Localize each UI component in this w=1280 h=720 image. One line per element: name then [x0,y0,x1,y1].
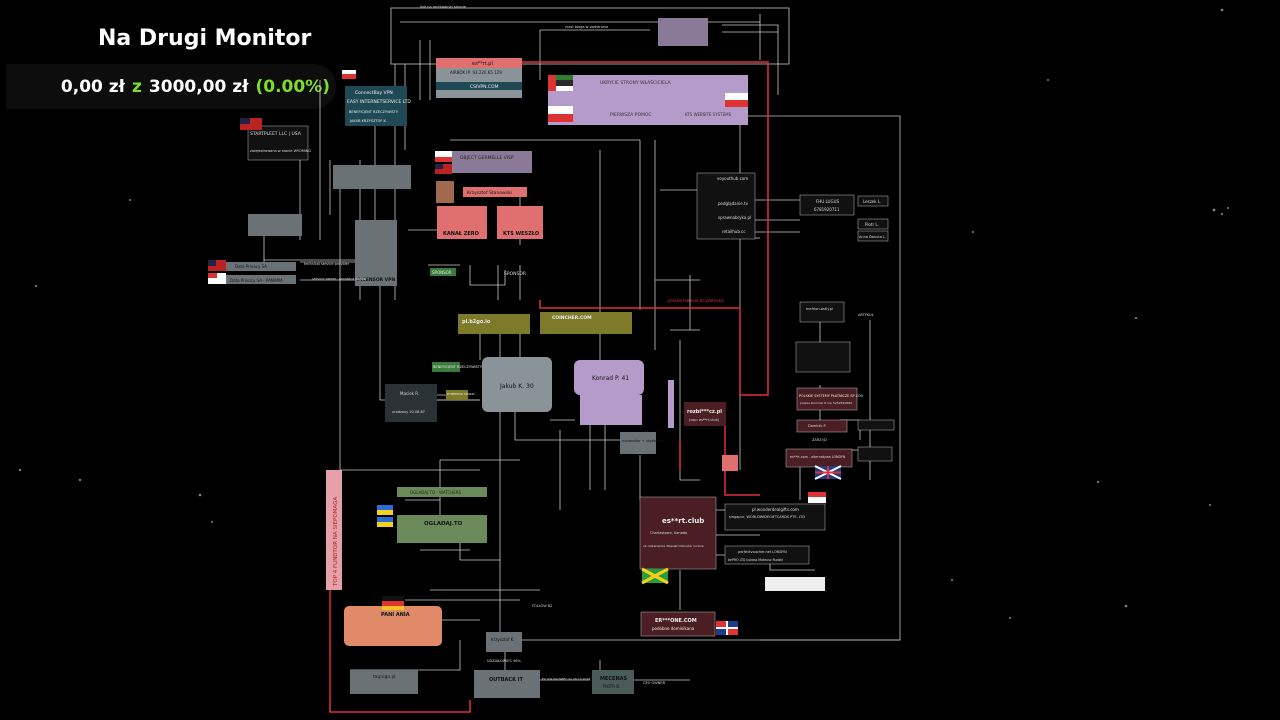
benef-label: BENEFICJENT RZECZYWISTY [349,110,399,114]
singapur-label: singapur, WORLDWIDEGIFTCARDS PTE. LTD [729,515,805,519]
zrzut-label: zrzut bloga w podstronie [565,25,608,29]
udzialowiec-label: UDZIAŁOWIEC 56% [487,659,522,663]
er-one-sub: podobno dominikana [652,626,695,631]
voyouthub-label: voyouthub.com [717,176,748,181]
data-privacy-label: Data Privacy SA [235,264,267,269]
background-specks [18,8,1229,619]
nip-label: 6781920711 [814,207,840,212]
node-boxes: es**rt.pl AIRBOX IP: 93.220.65.129 CSIVP… [208,5,895,698]
donation-goal-bar: 0,00 zł z 3000,00 zł (0.00%) [6,64,336,109]
airbox-label: AIRBOX IP: 93.220.65.129 [450,70,502,75]
krzysztof-k-label: Krzysztof K. [491,637,515,642]
panama-label: Data Privacy SA - PANAMA [230,278,283,283]
csivpn-label: CSIVPN.COM [470,84,499,90]
konrad41-label: Konrad P. 41 [592,375,629,382]
polskie-label: POLSKIE SYSTEMY PŁATNICZE SP ZOO [799,394,864,398]
moderator-label: moderator + użytkownik [622,439,666,443]
es-club-sub: Charlestown, Kanada [650,531,687,535]
kts-label: KTS WEBSITE SYSTEMS [685,112,732,117]
donation-goal: 3000,00 zł [148,76,249,97]
piotr-label: Piotr L. [865,222,879,227]
sponsor-label: SPONSOR [504,271,526,277]
artykul-label: ARTYKUŁ [858,313,874,317]
jakub-k-label: JAKUB KRZYSZTOF K. [349,119,387,123]
dominik-label: Dominik P. [808,424,826,428]
es-pl-label: es**rt.pl [472,61,493,67]
red-links [329,61,769,713]
rozbi-label: rozbi***cz.pl [687,409,722,415]
mefrion-label: mefrion-ostly.pl [806,307,833,311]
retail-label: retailhub.cc [722,229,746,234]
sponsor-tag: SPONSOR [432,270,452,275]
wyoming-label: zarejestrowana w stanie WYOMING [250,149,311,153]
connectbay-label: ConnectBay VPN [355,90,393,96]
es-com-label: es**rt.com - alternatywa LONDYN [790,455,846,459]
taqnigo-label: taqnigo.pl [373,674,396,680]
donation-separator: z [132,76,142,97]
fhu-label: FHU LUGUS [816,199,839,204]
rozbi-sub: (cap: es**rt.club) [689,418,720,422]
ukrycie-label: UKRYCIE STRONY WŁAŚCICIELA [600,79,671,86]
channel-title: Na Drugi Monitor [98,26,312,51]
vertical-label: TOP 4 FUNDTOR NA SIEPOMAGA [333,497,339,587]
maciek-sub: urodzony 20.08.87 [392,410,425,414]
er-one-label: ER***ONE.COM [655,618,697,624]
easy-ltd-label: EASY INTERNETSERVICE LTD [347,99,411,105]
object-label: OBJECT GERMELLE VISP [460,155,514,161]
follow-label: FOLLOW 82 [532,604,552,608]
es-club-desc: ok. kilkanaście dziesiąt milionów roczni… [643,544,704,548]
maciek-label: Maciek R. [400,391,419,396]
pani-ania-label: PANI ANIA [381,612,410,618]
sprawna-label: sprawnabryka.pl [718,215,751,220]
ex-usl-label: EX USŁUGOWIEC do 26.10.2024 [542,677,590,681]
startpleet-label: STARTPLEET LLC | USA [250,131,302,137]
top-link-label: link na archiwalnej stronie [420,5,466,9]
incensor-label: INCENSOR VPN [357,277,395,283]
perfect-label: perfectvoucher.net LONDYN [738,550,787,554]
wonderdeal-label: pl.wonderdealgifts.com [752,507,799,512]
anna-label: Anna Danuta L. [859,235,886,239]
pomoc-label: PIERWSZA POMOC [610,112,652,118]
donation-percent: (0.00%) [255,76,330,97]
benef2-label: BENEFICJENT RZECZYWISTY [433,365,483,369]
mecenas-sub: PIOTR B. [603,684,620,689]
coincher-label: COINCHER.COM [552,315,592,321]
outback-label: OUTBACK IT [489,677,524,683]
bepro-label: bePRO LTD Łukasz Mateusz Rudzki [728,558,783,562]
donation-current: 0,00 zł [60,76,125,97]
kanal-zero-label: KANAŁ ZERO [443,231,479,237]
leszek-label: Leszek L. [863,199,881,204]
ceo-label: CEO OWNER [643,681,666,685]
podglad-label: podglądanie.tv [718,201,749,206]
es-club-label: es**rt.club [662,517,704,525]
krzysztof-label: Krzysztof Stanowski [467,190,512,196]
tech-service-label: technical service provider [304,262,350,266]
przekierowanie-label: przekierowanie do płatności [668,298,724,303]
ogladaj-label: OGLADAJ.TO [424,521,463,527]
pl-b2go-label: pl.b2go.io [462,319,491,325]
service-owner-label: service owner, zarządca logów [312,277,366,281]
ogladaj-top-label: OGLADAJ.TO - WATCHERS [410,490,462,495]
kts-weszlo-label: KTS WESZŁO [503,231,539,237]
polskie-sub: prezes Dominik P. nip 5252810680 [800,401,852,405]
dyrektor-label: DYREKTOR SPÓŁKI [447,391,475,396]
jakub30-label: Jakub K. 30 [499,383,534,390]
mecenas-label: MECENAS [600,676,628,682]
zarzad-label: ZARZĄD [812,438,827,442]
pink-vertical-bar: TOP 4 FUNDTOR NA SIEPOMAGA [326,470,342,590]
